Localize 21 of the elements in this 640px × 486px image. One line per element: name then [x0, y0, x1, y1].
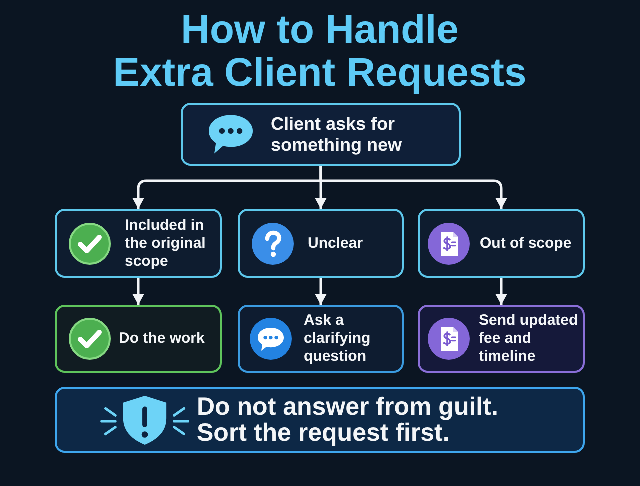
arrow	[315, 278, 327, 305]
callout-banner	[55, 387, 585, 453]
step-text: Unclear	[308, 234, 364, 252]
action-box	[238, 305, 404, 373]
option-box	[418, 209, 585, 278]
step-text: Out of scope	[480, 234, 573, 252]
option-box	[238, 209, 404, 278]
warning-text: Do not answer from guilt. Sort the request first.	[197, 394, 500, 446]
step-text: Client asks for something new	[271, 114, 404, 156]
step-text: Ask a clarifying question	[304, 312, 372, 366]
title: How to Handle Extra Client Requests	[113, 9, 527, 95]
step-text: Send updated fee and timeline	[479, 312, 580, 366]
process-box	[181, 103, 461, 166]
arrow	[320, 166, 508, 209]
action-box	[418, 305, 585, 373]
step-text: Do the work	[119, 330, 206, 348]
step-text: Included in the original scope	[125, 216, 207, 270]
action-box	[55, 305, 222, 373]
option-box	[55, 209, 222, 278]
arrow	[496, 278, 508, 305]
arrow	[132, 278, 144, 305]
